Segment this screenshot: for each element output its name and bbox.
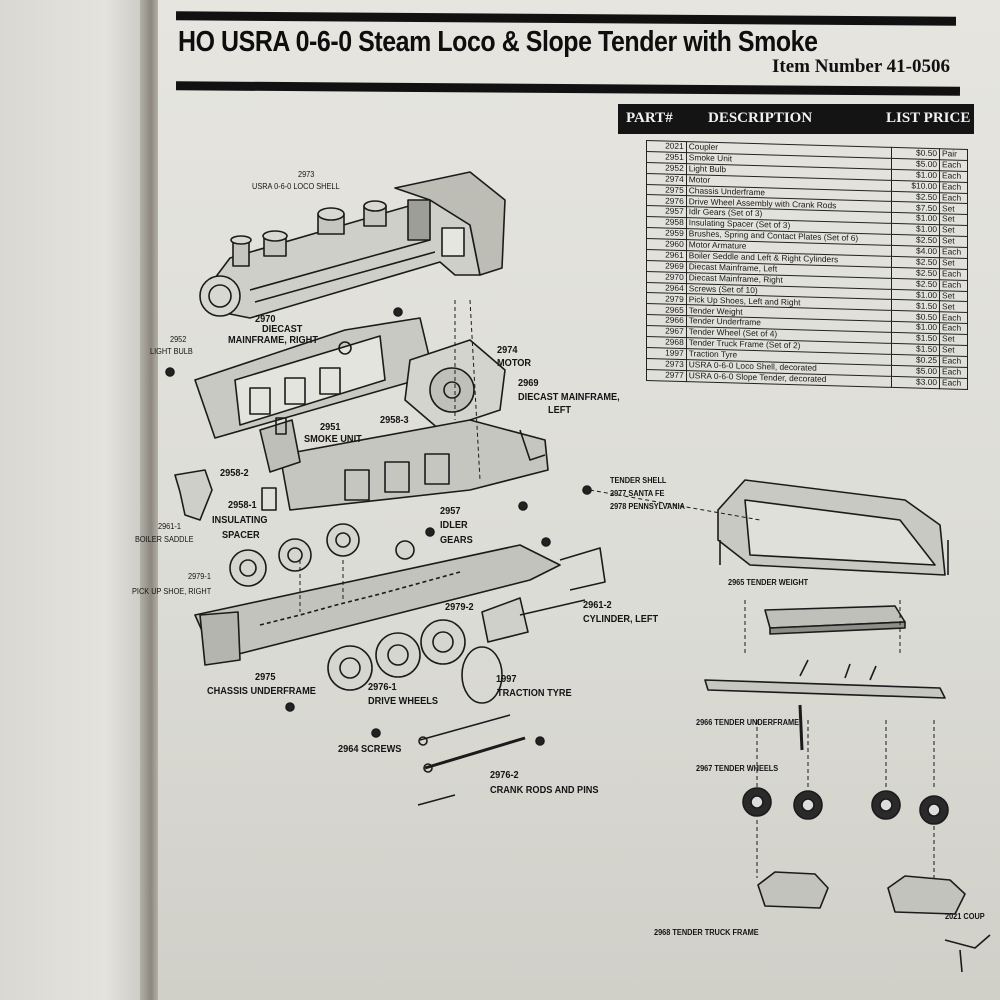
callout-screws: 2964 SCREWS bbox=[338, 744, 402, 755]
leader-lines bbox=[299, 299, 935, 878]
callout-tender-underframe: 2966 TENDER UNDERFRAME bbox=[696, 718, 800, 727]
callout-chassis-number: 2975 bbox=[255, 672, 276, 683]
facing-page-left bbox=[0, 0, 150, 1000]
callout-mainframe-left-a: DIECAST MAINFRAME, bbox=[518, 392, 620, 403]
tender-weight-drawing bbox=[764, 605, 906, 635]
callout-cylinder-number: 2961-2 bbox=[583, 600, 612, 611]
callout-spacer-1-a: INSULATING bbox=[212, 515, 268, 526]
cylinder-drawing bbox=[481, 597, 586, 643]
callout-loco-shell-number: 2973 bbox=[298, 170, 315, 179]
drive-wheels-drawing bbox=[229, 523, 503, 704]
callout-spacer-1-b: SPACER bbox=[222, 530, 260, 541]
parts-table-header: PART# DESCRIPTION LIST PRICE bbox=[618, 104, 974, 134]
callout-tender-santa-fe: 2977 SANTA FE bbox=[610, 489, 665, 498]
callout-drive-number: 2976-1 bbox=[368, 682, 397, 693]
tender-underframe-drawing bbox=[704, 659, 946, 751]
callout-pickup-number: 2979-1 bbox=[188, 572, 211, 581]
callout-tyre: TRACTION TYRE bbox=[497, 688, 572, 699]
callout-boiler-saddle-number: 2961-1 bbox=[158, 522, 181, 531]
page-title: HO USRA 0-6-0 Steam Loco & Slope Tender … bbox=[178, 26, 818, 58]
callout-motor-number: 2974 bbox=[497, 345, 518, 356]
callout-idler-a: IDLER bbox=[440, 520, 468, 531]
callout-drive: DRIVE WHEELS bbox=[368, 696, 439, 707]
callout-tender-pennsylvania: 2978 PENNSYLVANIA bbox=[610, 502, 685, 511]
callout-pickup: PICK UP SHOE, RIGHT bbox=[132, 587, 212, 596]
callout-tender-weight: 2965 TENDER WEIGHT bbox=[728, 578, 809, 587]
chassis-underframe-drawing bbox=[194, 544, 606, 666]
callout-light-bulb: LIGHT BULB bbox=[150, 347, 193, 356]
callout-pickup-2-number: 2979-2 bbox=[445, 602, 474, 613]
callout-coupler: 2021 COUP bbox=[945, 912, 985, 921]
callout-crank-number: 2976-2 bbox=[490, 770, 519, 781]
smoke-unit-drawing bbox=[259, 417, 301, 473]
callout-idler-b: GEARS bbox=[440, 535, 473, 546]
callout-smoke-unit-number: 2951 bbox=[320, 422, 341, 433]
mainframe-left-drawing bbox=[279, 419, 549, 511]
col-desc-header: DESCRIPTION bbox=[708, 110, 813, 126]
callout-boiler-saddle: BOILER SADDLE bbox=[135, 535, 194, 544]
callout-tyre-number: 1997 bbox=[496, 674, 517, 685]
col-part-header: PART# bbox=[626, 110, 673, 126]
callout-cylinder: CYLINDER, LEFT bbox=[583, 614, 659, 625]
callout-smoke-unit: SMOKE UNIT bbox=[304, 434, 362, 445]
callout-motor: MOTOR bbox=[497, 358, 532, 369]
callout-loco-shell: USRA 0-6-0 LOCO SHELL bbox=[252, 182, 340, 191]
crank-rods-drawing bbox=[417, 714, 526, 806]
callout-tender-shell: TENDER SHELL bbox=[610, 476, 667, 485]
callout-mainframe-left-b: LEFT bbox=[548, 405, 571, 416]
loco-shell-drawing bbox=[199, 171, 506, 319]
boiler-saddle-drawing bbox=[174, 469, 277, 521]
book-gutter bbox=[140, 0, 162, 1000]
callout-light-bulb-number: 2952 bbox=[170, 335, 187, 344]
callout-crank: CRANK RODS AND PINS bbox=[490, 785, 599, 796]
tender-wheels-drawing bbox=[742, 787, 949, 825]
mainframe-right-drawing bbox=[194, 317, 431, 439]
screws-drawing bbox=[165, 307, 592, 746]
callout-spacer-1-number: 2958-1 bbox=[228, 500, 257, 511]
callout-mainframe-right-number: 2970 bbox=[255, 314, 276, 325]
callout-mainframe-left-number: 2969 bbox=[518, 378, 539, 389]
callout-tender-truck: 2968 TENDER TRUCK FRAME bbox=[654, 928, 759, 937]
callout-spacer-2: 2958-2 bbox=[220, 468, 249, 479]
callout-tender-wheels: 2967 TENDER WHEELS bbox=[696, 764, 779, 773]
tender-truck-drawing bbox=[757, 871, 966, 915]
col-price-header: LIST PRICE bbox=[886, 110, 971, 126]
tender-shell-drawing bbox=[717, 479, 949, 576]
callout-mainframe-right-b: MAINFRAME, RIGHT bbox=[228, 335, 318, 346]
callout-chassis: CHASSIS UNDERFRAME bbox=[207, 686, 316, 697]
coupler-drawing bbox=[944, 934, 991, 973]
callout-mainframe-right-a: DIECAST bbox=[262, 324, 303, 335]
item-number: Item Number 41-0506 bbox=[772, 56, 951, 77]
callout-idler-number: 2957 bbox=[440, 506, 461, 517]
callout-spacer-3: 2958-3 bbox=[380, 415, 409, 426]
